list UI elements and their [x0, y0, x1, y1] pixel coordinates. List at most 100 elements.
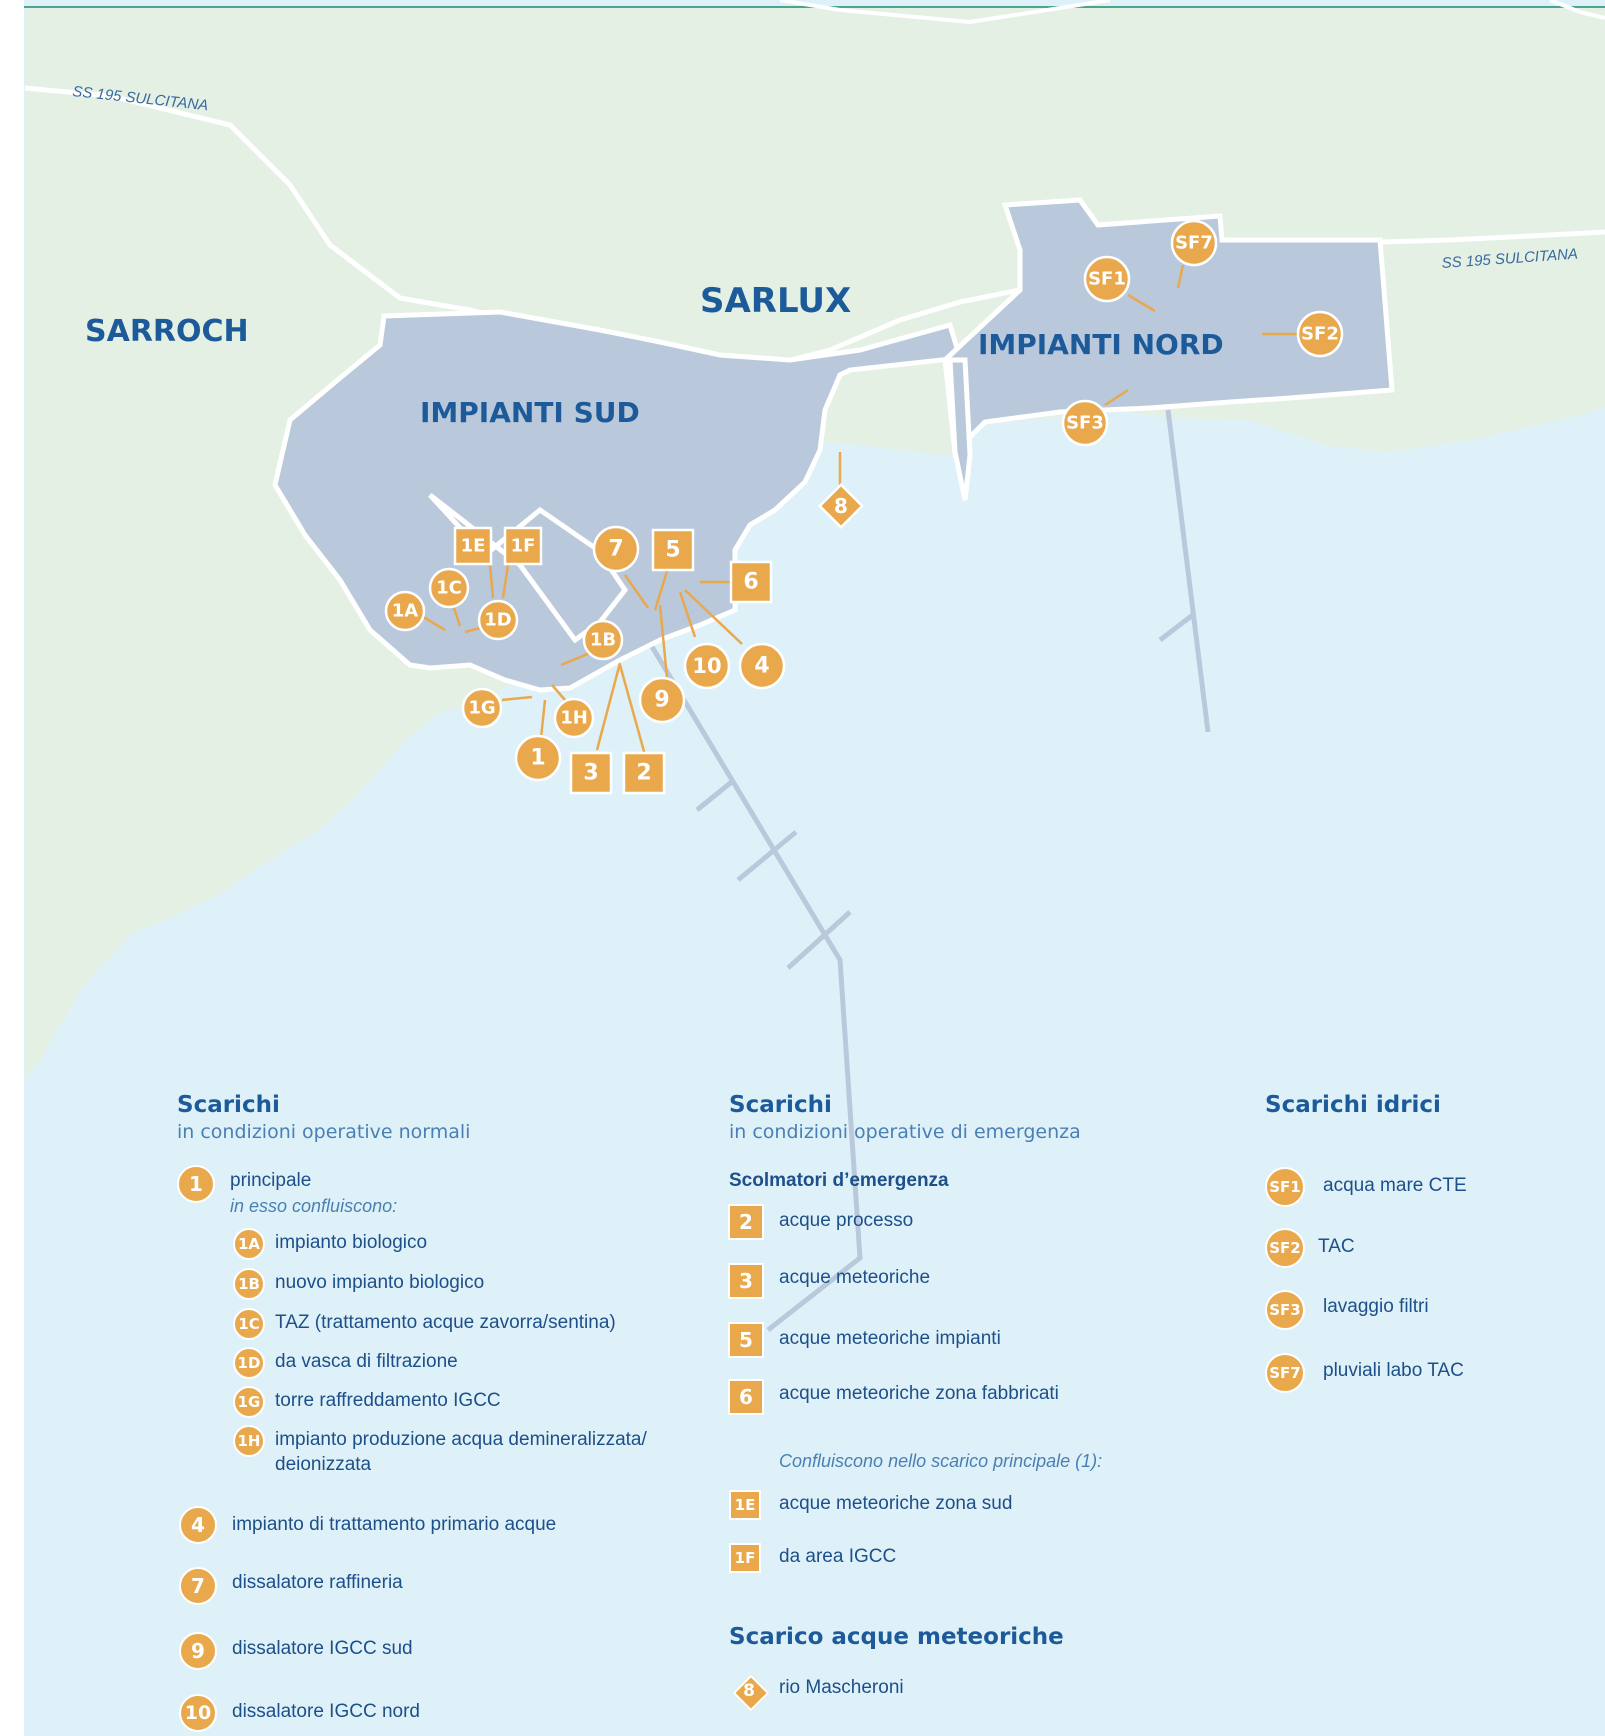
marker-1[interactable]: 1	[514, 734, 562, 782]
north-jetty	[1158, 409, 1211, 733]
marker-sf1[interactable]: SF1	[1083, 255, 1131, 303]
legend-badge-7: 7	[179, 1567, 217, 1605]
legend-badge-8: 8	[733, 1675, 765, 1707]
svg-text:1: 1	[530, 746, 545, 771]
legend-label-1f: da area IGCC	[779, 1546, 897, 1567]
svg-text:SF1: SF1	[1088, 269, 1126, 290]
legend-badge-sf1: SF1	[1265, 1167, 1305, 1207]
legend-normal-title: Scarichi	[177, 1092, 280, 1118]
marker-1d[interactable]: 1D	[477, 599, 519, 641]
marker-9[interactable]: 9	[638, 676, 686, 724]
legend-badge-1c: 1C	[233, 1308, 265, 1340]
svg-text:1C: 1C	[436, 578, 462, 599]
legend-badge-sf2: SF2	[1265, 1228, 1305, 1268]
marker-1a[interactable]: 1A	[384, 590, 426, 632]
svg-text:3: 3	[583, 761, 598, 786]
marker-5[interactable]: 5	[651, 528, 695, 572]
marker-8[interactable]: 8	[818, 483, 864, 529]
svg-text:1F: 1F	[511, 536, 536, 557]
legend-label-7: dissalatore raffineria	[232, 1572, 403, 1593]
svg-text:1D: 1D	[484, 610, 511, 631]
north-block-area	[428, 493, 629, 644]
impianti-nord-pier	[947, 357, 973, 501]
legend-label-9: dissalatore IGCC sud	[232, 1638, 413, 1659]
label-sarlux: SARLUX	[700, 281, 851, 321]
marker-1c[interactable]: 1C	[428, 567, 470, 609]
legend-label-3: acque meteoriche	[779, 1267, 931, 1288]
legend-rain-title: Scarico acque meteoriche	[729, 1624, 1064, 1650]
label-impianti-nord: IMPIANTI NORD	[978, 328, 1224, 361]
legend-badge-1b: 1B	[233, 1268, 265, 1300]
svg-text:SF3: SF3	[1066, 413, 1104, 434]
legend-label-sf7: pluviali labo TAC	[1323, 1360, 1464, 1381]
marker-sf3[interactable]: SF3	[1061, 399, 1109, 447]
legend-label-1a: impianto biologico	[275, 1232, 428, 1253]
legend-badge-4: 4	[179, 1506, 217, 1544]
svg-text:2: 2	[636, 761, 651, 786]
marker-2[interactable]: 2	[622, 751, 666, 795]
marker-6[interactable]: 6	[729, 560, 773, 604]
legend-label-1b: nuovo impianto biologico	[275, 1272, 485, 1293]
marker-7[interactable]: 7	[592, 525, 640, 573]
legend-badge-6: 6	[728, 1379, 764, 1415]
legend-emergency-title: Scarichi	[729, 1092, 832, 1118]
legend-badge-1g: 1G	[233, 1386, 265, 1418]
marker-1h[interactable]: 1H	[553, 697, 595, 739]
legend-label-8: rio Mascheroni	[779, 1677, 904, 1698]
legend-label-1g: torre raffreddamento IGCC	[275, 1390, 501, 1411]
legend-label-1e: acque meteoriche zona sud	[779, 1493, 1013, 1514]
road-north	[779, 0, 1111, 25]
legend-badge-1f: 1F	[729, 1543, 761, 1573]
svg-text:8: 8	[834, 494, 848, 518]
legend-label-1d: da vasca di filtrazione	[275, 1351, 458, 1372]
label-impianti-sud: IMPIANTI SUD	[420, 396, 640, 429]
legend-label-5: acque meteoriche impianti	[779, 1328, 1001, 1349]
marker-1b[interactable]: 1B	[582, 619, 624, 661]
label-sarroch: SARROCH	[85, 314, 249, 349]
legend-badge-2: 2	[728, 1204, 764, 1240]
legend-water-title: Scarichi idrici	[1265, 1092, 1441, 1118]
legend-label-2: acque processo	[779, 1210, 914, 1231]
legend-badge-sf7: SF7	[1265, 1353, 1305, 1393]
legend-label-sf1: acqua mare CTE	[1323, 1175, 1467, 1196]
marker-sf7[interactable]: SF7	[1170, 219, 1218, 267]
legend-badge-5: 5	[728, 1322, 764, 1358]
legend-badge-1h: 1H	[233, 1425, 265, 1457]
legend-emergency-note: Confluiscono nello scarico principale (1…	[779, 1451, 1103, 1471]
marker-1e[interactable]: 1E	[453, 526, 493, 566]
svg-text:SF2: SF2	[1301, 324, 1339, 345]
svg-text:1G: 1G	[468, 698, 495, 719]
svg-text:9: 9	[654, 688, 669, 713]
svg-text:1H: 1H	[560, 708, 588, 729]
svg-text:5: 5	[665, 538, 680, 563]
legend-label-1h: impianto produzione acqua demineralizzat…	[275, 1429, 647, 1450]
svg-text:10: 10	[692, 654, 721, 678]
legend-label-6: acque meteoriche zona fabbricati	[779, 1383, 1059, 1404]
marker-3[interactable]: 3	[569, 751, 613, 795]
marker-10[interactable]: 10	[683, 642, 731, 690]
marker-sf2[interactable]: SF2	[1296, 310, 1344, 358]
legend-label-sf2: TAC	[1318, 1236, 1355, 1257]
svg-text:6: 6	[743, 570, 758, 595]
marker-1g[interactable]: 1G	[461, 687, 503, 729]
marker-1f[interactable]: 1F	[503, 526, 543, 566]
legend-emergency-subtitle: in condizioni operative di emergenza	[729, 1121, 1081, 1143]
legend-main-note: in esso confluiscono:	[230, 1196, 398, 1216]
impianti-nord-area	[942, 197, 1395, 458]
svg-text:1B: 1B	[590, 630, 616, 651]
south-jetty	[645, 638, 863, 1332]
legend-badge-9: 9	[179, 1632, 217, 1670]
svg-text:1A: 1A	[392, 601, 419, 622]
svg-text:7: 7	[608, 537, 623, 562]
legend-badge-sf3: SF3	[1265, 1290, 1305, 1330]
marker-4[interactable]: 4	[738, 642, 786, 690]
legend-label-sf3: lavaggio filtri	[1323, 1296, 1429, 1317]
legend-badge-1e: 1E	[729, 1490, 761, 1520]
svg-text:4: 4	[754, 654, 769, 679]
svg-text:SF7: SF7	[1175, 233, 1213, 254]
legend-label-1c: TAZ (trattamento acque zavorra/sentina)	[275, 1312, 616, 1333]
legend-normal-subtitle: in condizioni operative normali	[177, 1121, 471, 1143]
svg-text:1E: 1E	[461, 536, 486, 557]
